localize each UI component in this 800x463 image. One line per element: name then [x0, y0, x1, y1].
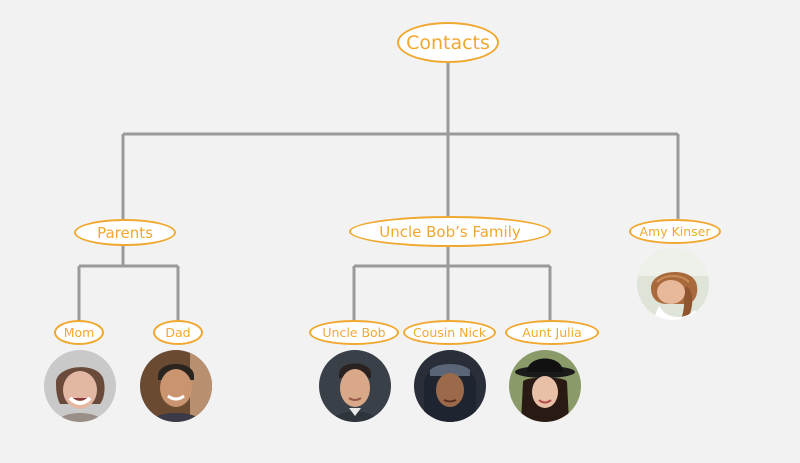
- mom-photo[interactable]: [44, 350, 116, 422]
- contacts-node[interactable]: Contacts: [397, 22, 499, 63]
- amy-kinser-photo[interactable]: [637, 248, 709, 320]
- parents-node[interactable]: Parents: [74, 219, 176, 246]
- uncle-bob-node[interactable]: Uncle Bob: [309, 320, 399, 345]
- uncle-bobs-family-node[interactable]: Uncle Bob’s Family: [349, 216, 551, 247]
- amy-kinser-node[interactable]: Amy Kinser: [629, 219, 721, 244]
- dad-photo[interactable]: [140, 350, 212, 422]
- uncle-bob-photo[interactable]: [319, 350, 391, 422]
- aunt-julia-photo[interactable]: [509, 350, 581, 422]
- mom-node[interactable]: Mom: [54, 320, 104, 345]
- cousin-nick-photo[interactable]: [414, 350, 486, 422]
- cousin-nick-node[interactable]: Cousin Nick: [403, 320, 496, 345]
- dad-node[interactable]: Dad: [153, 320, 203, 345]
- aunt-julia-node[interactable]: Aunt Julia: [505, 320, 599, 345]
